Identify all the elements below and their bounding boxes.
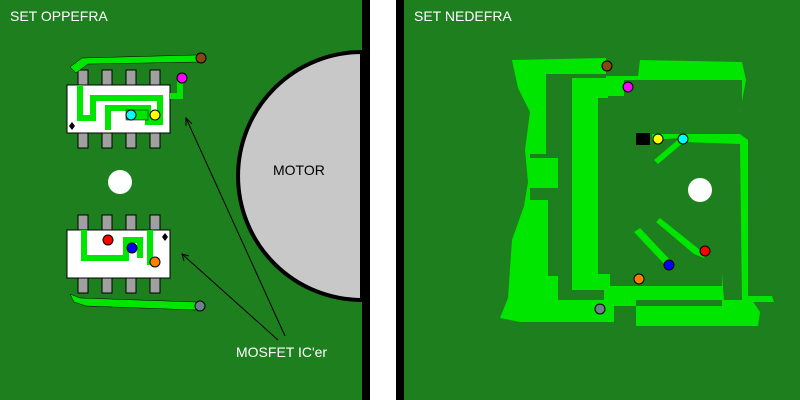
- dot-red-right: [699, 245, 711, 257]
- divider-gap: [370, 0, 396, 400]
- mount-hole-right: [688, 178, 712, 202]
- dot-gray-left: [194, 300, 206, 312]
- left-panel-title: SET OPPEFRA: [10, 8, 108, 24]
- dot-magenta-left: [176, 72, 188, 84]
- dot-yellow-left: [149, 109, 161, 121]
- dot-brown-right: [601, 60, 613, 72]
- right-panel-title: SET NEDEFRA: [414, 8, 512, 24]
- inner-traces: [634, 134, 774, 302]
- dot-red-left: [102, 234, 114, 246]
- motor: [236, 49, 364, 303]
- mount-hole-left: [108, 170, 132, 194]
- dot-yellow-right: [652, 133, 664, 145]
- annotation-arrows: [181, 116, 286, 341]
- dot-orange-right: [633, 273, 645, 285]
- dot-orange-left: [149, 256, 161, 268]
- black-pad: [636, 133, 650, 145]
- bottom-ic: [66, 214, 171, 294]
- dot-brown-left: [195, 52, 207, 64]
- dot-blue-left: [126, 242, 138, 254]
- bottom-trace: [69, 293, 197, 311]
- motor-label: MOTOR: [273, 162, 325, 178]
- dot-blue-right: [663, 259, 675, 271]
- top-ic: [66, 69, 183, 149]
- dot-magenta-right: [622, 81, 634, 93]
- dot-cyan-right: [677, 133, 689, 145]
- mosfet-label: MOSFET IC'er: [236, 344, 328, 360]
- dot-gray-right: [594, 303, 606, 315]
- dot-cyan-left: [125, 109, 137, 121]
